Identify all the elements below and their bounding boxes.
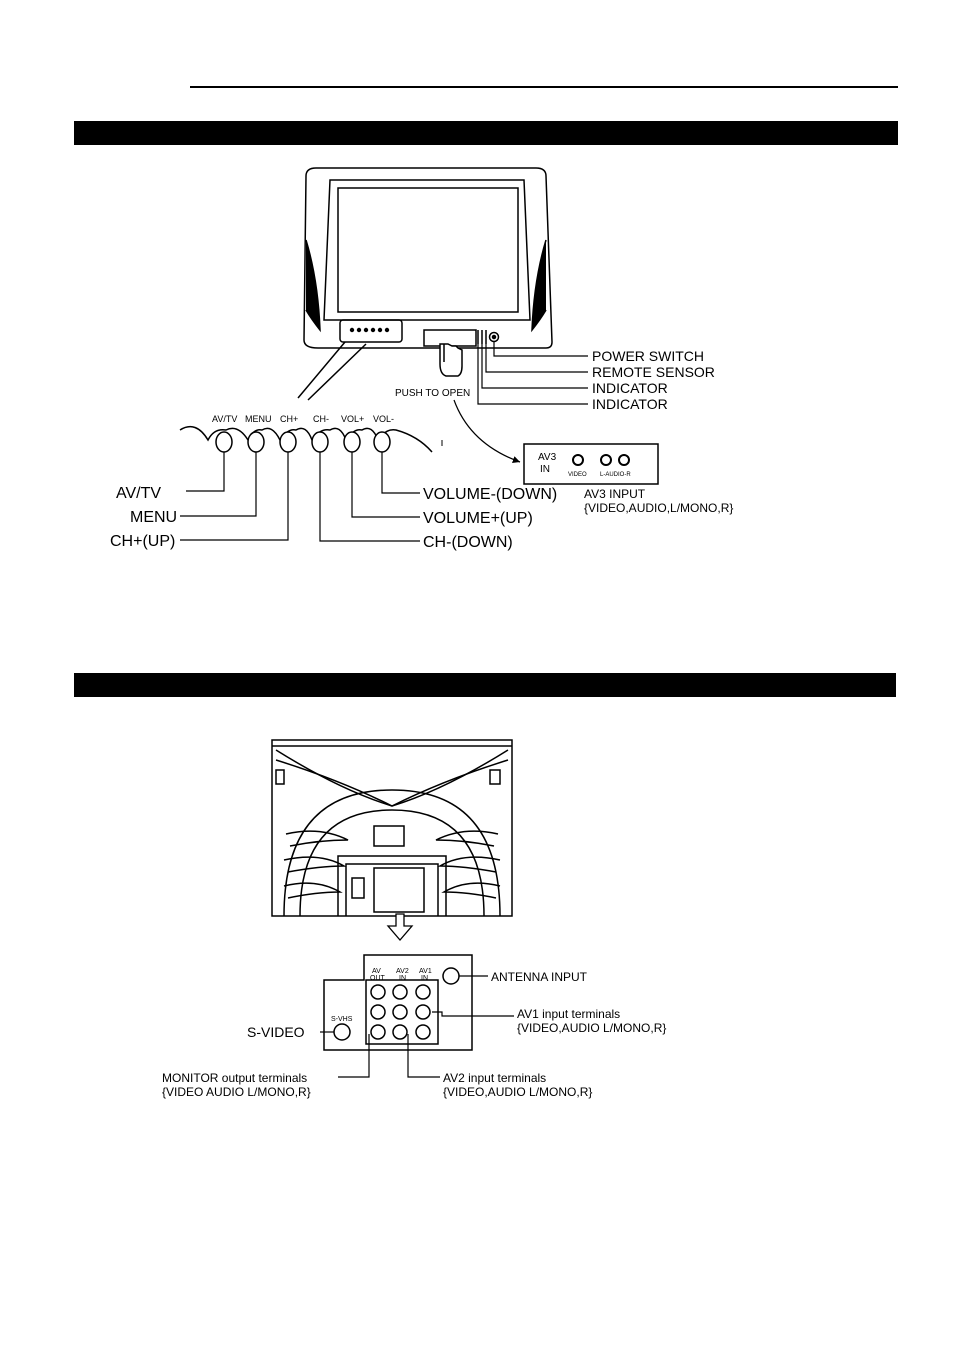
callout-chdown: CH-(DOWN) [423, 534, 513, 551]
av3-panel-audio: L-AUDIO-R [600, 472, 631, 478]
jack-header-av1-2: IN [421, 975, 428, 982]
jack-header-avout-1: AV [372, 968, 381, 975]
btn-label-chplus: CH+ [280, 414, 298, 424]
btn-label-volplus: VOL+ [341, 414, 364, 424]
rear-leaders [320, 975, 514, 1078]
av1-input-label-1: AV1 input terminals [517, 1007, 620, 1021]
header-rule [190, 86, 898, 88]
label-power-switch: POWER SWITCH [592, 348, 704, 364]
btn-label-menu: MENU [245, 414, 272, 424]
jack-header-av1-1: AV1 [419, 968, 432, 975]
tv-rear-illustration [271, 739, 513, 917]
av1-input-label-2: {VIDEO,AUDIO L/MONO,R} [517, 1021, 666, 1035]
av2-input-label-1: AV2 input terminals [443, 1071, 546, 1085]
label-remote-sensor: REMOTE SENSOR [592, 364, 715, 380]
jack-header-av2-1: AV2 [396, 968, 409, 975]
jack-header-av2-2: IN [399, 975, 406, 982]
section-bar-rear [74, 673, 896, 697]
monitor-output-label-2: {VIDEO AUDIO L/MONO,R} [162, 1085, 311, 1099]
av3-panel-title-1: AV3 [538, 452, 557, 463]
front-buttons [215, 431, 391, 453]
tv-front-illustration [297, 167, 553, 401]
jack-header-avout-2: OUT [370, 975, 386, 982]
label-indicator-2: INDICATOR [592, 396, 668, 412]
antenna-input-label: ANTENNA INPUT [491, 970, 588, 984]
front-button-dots [349, 327, 390, 333]
push-to-open-label: PUSH TO OPEN [395, 388, 470, 399]
label-indicator-1: INDICATOR [592, 380, 668, 396]
av3-arrow [453, 399, 521, 463]
svhs-label: S-VHS [331, 1016, 353, 1023]
btn-label-chminus: CH- [313, 414, 329, 424]
av3-panel-video: VIDEO [568, 472, 587, 478]
terminal-jacks [333, 967, 460, 1041]
rear-zoom-arrow [386, 913, 414, 941]
section-bar-front [74, 121, 898, 145]
av3-caption-1: AV3 INPUT [584, 487, 646, 501]
svideo-label: S-VIDEO [247, 1024, 305, 1040]
btn-label-avtv: AV/TV [212, 414, 237, 424]
av3-panel-title-2: IN [540, 464, 550, 475]
callout-avtv: AV/TV [116, 485, 161, 502]
av3-caption-2: {VIDEO,AUDIO,L/MONO,R} [584, 501, 733, 515]
av3-input-panel: AV3 IN VIDEO L-AUDIO-R [523, 443, 659, 485]
monitor-output-label-1: MONITOR output terminals [162, 1071, 307, 1085]
button-leaders [180, 452, 420, 542]
callout-menu: MENU [130, 509, 177, 526]
callout-voldown: VOLUME-(DOWN) [423, 486, 557, 503]
callout-volup: VOLUME+(UP) [423, 510, 533, 527]
btn-label-volminus: VOL- [373, 414, 394, 424]
hand-pointer-icon [439, 343, 463, 377]
jack-headers: AV OUT AV2 IN AV1 IN [370, 968, 432, 982]
av2-input-label-2: {VIDEO,AUDIO L/MONO,R} [443, 1085, 592, 1099]
callout-chup: CH+(UP) [110, 533, 175, 550]
side-label-leaders [477, 342, 588, 405]
